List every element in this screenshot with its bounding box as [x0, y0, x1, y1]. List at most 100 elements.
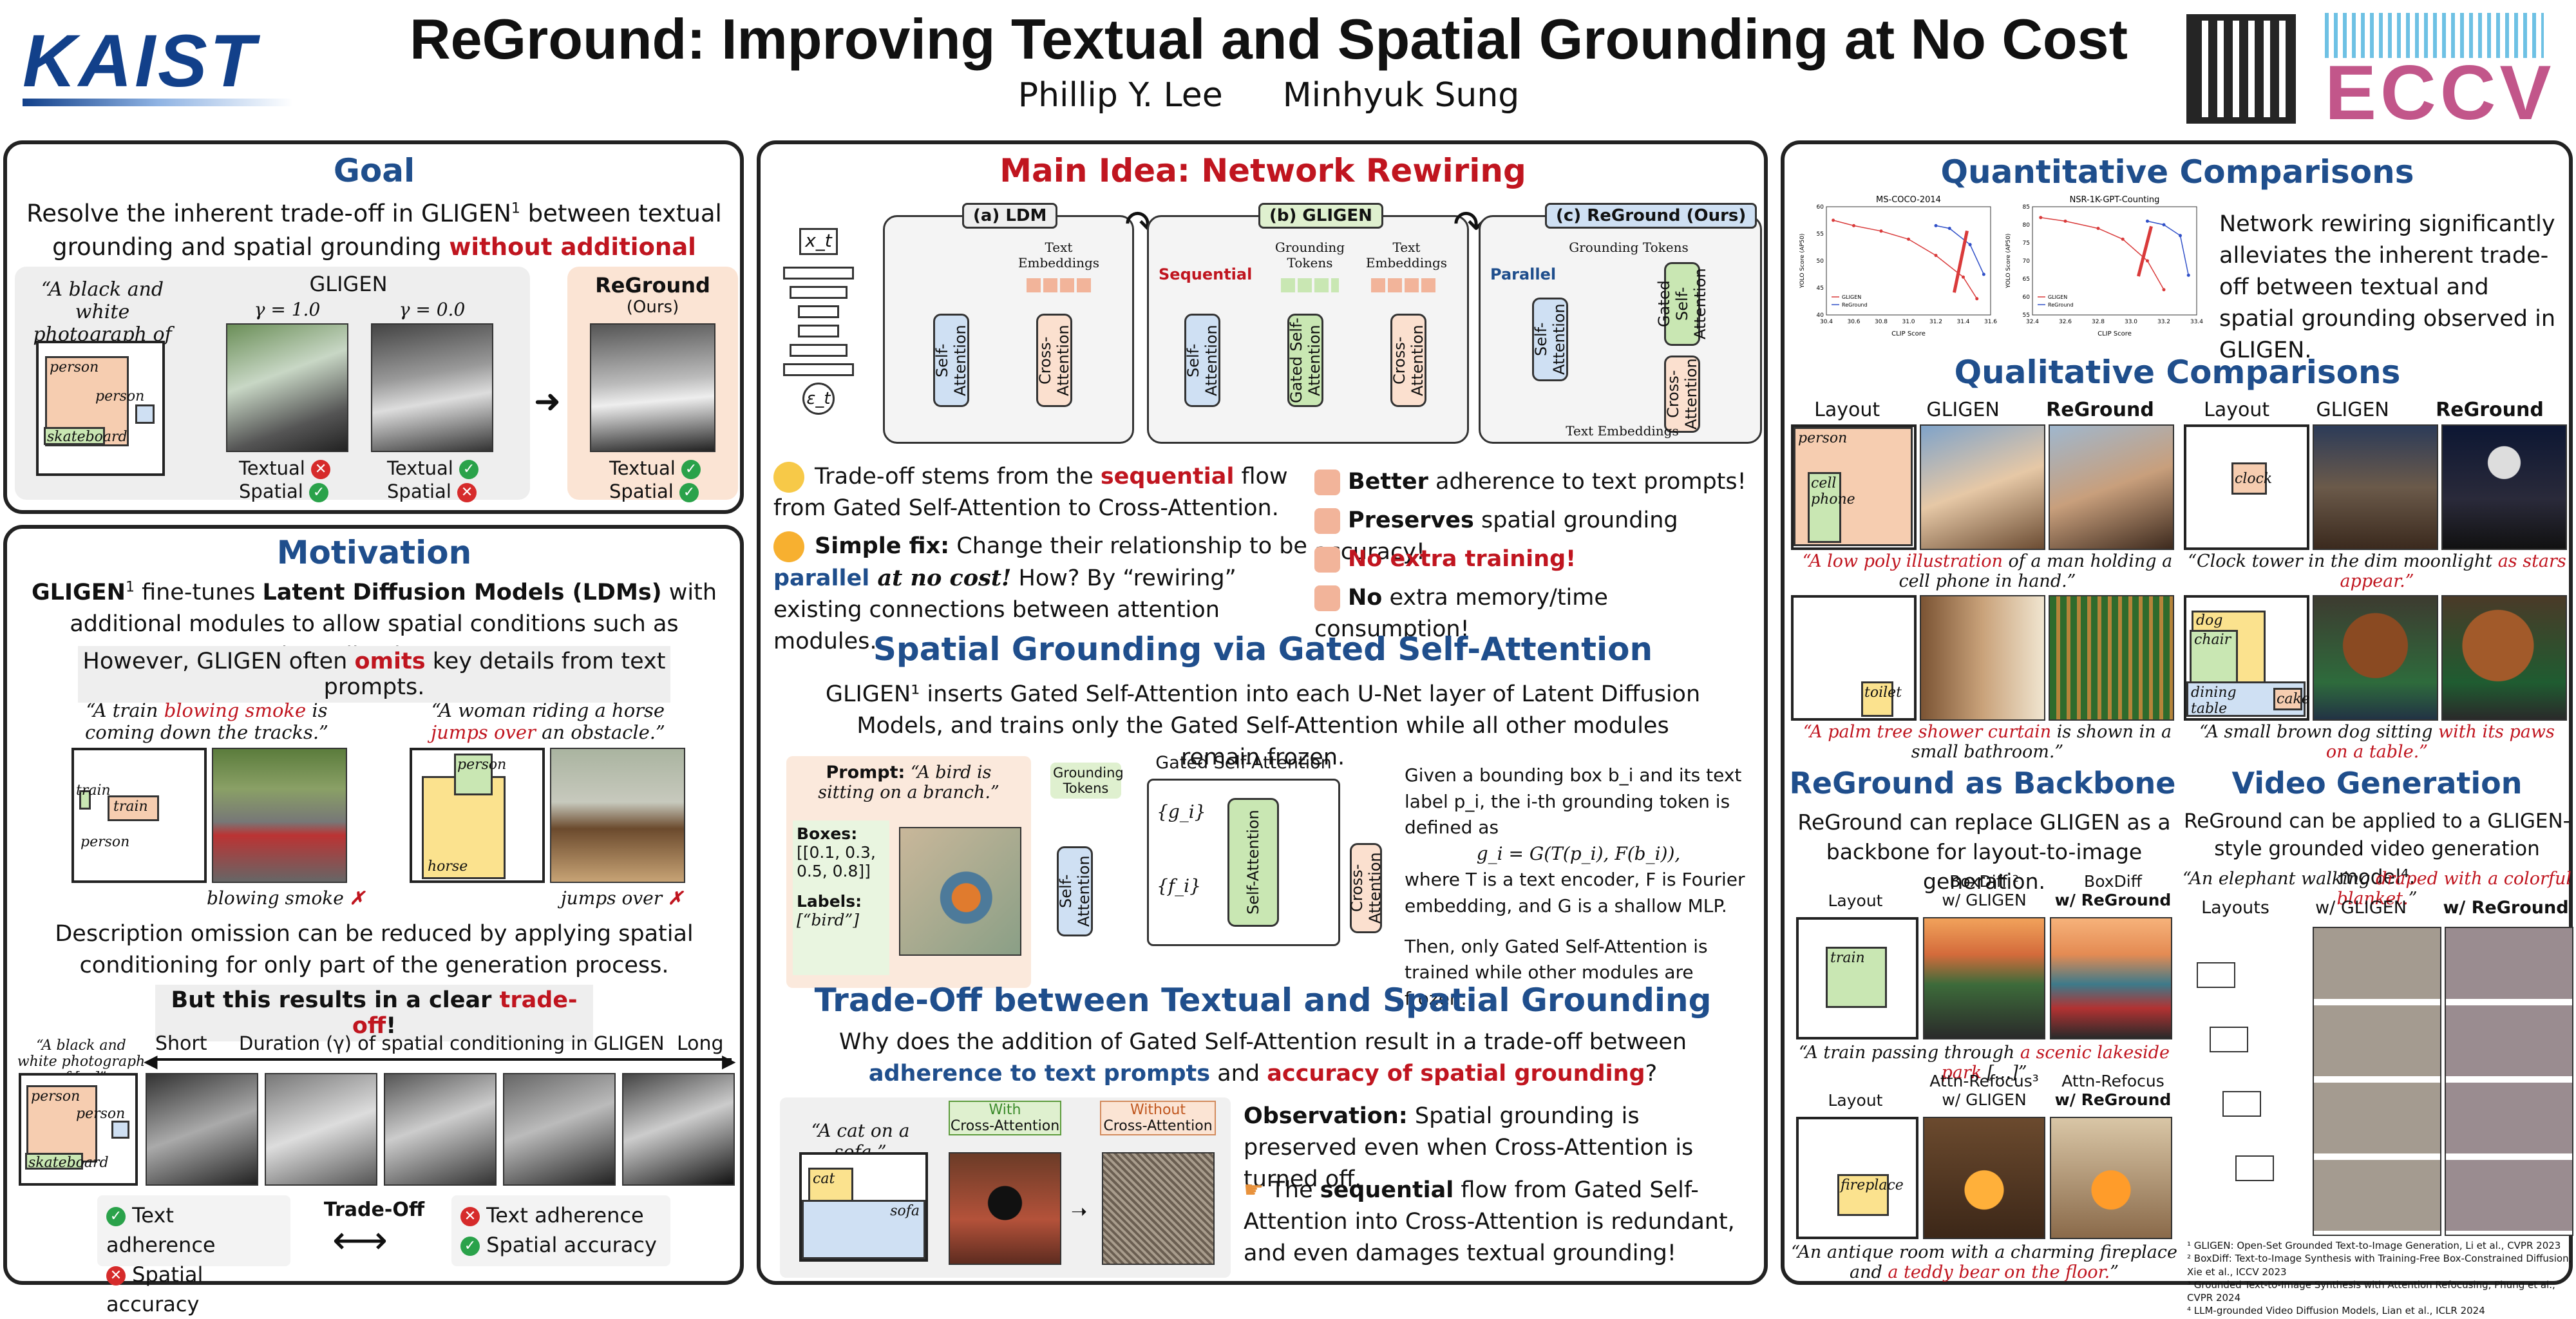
series-line-gligen: [2040, 217, 2164, 290]
tradeoff-example: “A cat on a sofa.” cat sofa WithCross-At…: [780, 1097, 1231, 1278]
improvement-arrow: [2137, 225, 2153, 277]
authors: Phillip Y. Lee Minhyuk Sung: [348, 76, 2190, 115]
goal-reground-label: ReGround: [595, 273, 710, 298]
backbone-layout-label: Layout: [1828, 891, 1883, 910]
video-heading: Video Generation: [2231, 766, 2523, 801]
goal-eval-2: Textual ✓ Spatial ✕: [387, 457, 479, 503]
spatial-input-card: Prompt: “A bird is sitting on a branch.”…: [786, 756, 1031, 988]
cross-icon: ✕: [457, 483, 477, 502]
y-tick-label: 45: [1817, 285, 1824, 292]
main-idea-heading: Main Idea: Network Rewiring: [999, 152, 1526, 189]
qual-gligen-label: GLIGEN: [1926, 399, 2000, 421]
backbone-caption-2: “An antique room with a charming firepla…: [1791, 1242, 2177, 1282]
motivation-p4: But this results in a clear trade-off!: [155, 985, 593, 1041]
long-label: Long: [677, 1032, 724, 1055]
data-point: [1962, 275, 1965, 279]
duration-image-5: [622, 1073, 735, 1186]
data-point: [2162, 223, 2166, 227]
quant-text: Network rewiring significantly alleviate…: [2219, 211, 2556, 363]
x-tick-label: 30.4: [1820, 319, 1833, 325]
goal-heading: Goal: [333, 152, 415, 189]
x-tick-label: 30.8: [1875, 319, 1888, 325]
goal-ours-label: (Ours): [626, 298, 679, 317]
y-tick-label: 60: [2023, 294, 2031, 301]
ex1-missing: blowing smoke ✗: [207, 887, 365, 909]
gamma-0-label: γ = 0.0: [399, 299, 466, 320]
check-icon: ✓: [679, 483, 699, 502]
qual-heading: Qualitative Comparisons: [1954, 354, 2401, 391]
qual-caption-4: “A small brown dog sitting with its paws…: [2199, 722, 2555, 762]
qual-layout-2: clock: [2184, 424, 2309, 550]
backbone-heading: ReGround as Backbone: [1789, 766, 2176, 801]
cross-icon: ✕: [311, 460, 331, 479]
y-tick-label: 70: [2023, 258, 2031, 265]
legend-label: GLIGEN: [2048, 294, 2067, 300]
data-point: [2146, 219, 2149, 223]
x-axis-label: CLIP Score: [2098, 330, 2132, 337]
qual-layout-4: dog chair dining table cake: [2184, 595, 2310, 721]
backbone-gligen-1: [1923, 917, 2045, 1039]
duration-arrow: [152, 1058, 732, 1061]
goal-panel: Goal Resolve the inherent trade-off in G…: [3, 140, 744, 514]
x-tick-label: 33.4: [2190, 319, 2203, 325]
check-icon: ✓: [106, 1207, 126, 1226]
legend-label: GLIGEN: [1842, 294, 1861, 300]
sad-face-icon: [773, 462, 804, 493]
main-idea-panel: Main Idea: Network Rewiring x_t ε_t (a) …: [757, 140, 1768, 1285]
chart-title: MS-COCO-2014: [1876, 195, 1941, 205]
qual-caption-1: “A low poly illustration of a man holdin…: [1802, 551, 2173, 591]
qual-layout-label: Layout: [1814, 399, 1880, 421]
video-layout-boxes: [2197, 956, 2287, 1226]
x-tick-label: 32.4: [2026, 319, 2039, 325]
x-tick-label: 31.4: [1956, 319, 1969, 325]
y-tick-label: 65: [2023, 276, 2030, 283]
pointing-hand-icon: ☛: [1244, 1177, 1271, 1203]
data-point: [1934, 254, 1938, 258]
backbone-layout-2: fireplace: [1796, 1117, 1918, 1239]
qual-reground-label: ReGround: [2046, 399, 2154, 421]
qr-code-icon[interactable]: [2186, 14, 2296, 124]
author-1: Phillip Y. Lee: [1018, 76, 1223, 115]
cross-icon: ✕: [106, 1266, 126, 1286]
goal-gligen-image-2: [371, 323, 493, 452]
thumbs-up-icon: [1314, 585, 1340, 611]
tradeoff-right-box: ✕ Text adherence ✓ Spatial accuracy: [451, 1195, 670, 1266]
x-tick-label: 30.6: [1847, 319, 1860, 325]
x-tick-label: 31.0: [1902, 319, 1915, 325]
data-point: [1879, 229, 1883, 233]
y-tick-label: 55: [1817, 231, 1824, 238]
bird-image: [899, 827, 1021, 956]
backbone-caption-1: “A train passing through a scenic lakesi…: [1798, 1043, 2170, 1083]
chart-title: NSR-1K-GPT-Counting: [2070, 195, 2160, 205]
result-1: Better adherence to text prompts!: [1314, 466, 1765, 498]
double-arrow-icon: ⟷: [332, 1218, 388, 1263]
check-icon: ✓: [681, 460, 701, 479]
qual-gligen-3: [1920, 595, 2045, 721]
ex2-layout: horse person: [410, 748, 545, 883]
quant-heading: Quantitative Comparisons: [1940, 153, 2414, 191]
goal-eval-3: Textual ✓ Spatial ✓: [609, 457, 701, 503]
eccv-logo: ECCV: [2325, 13, 2557, 136]
y-tick-label: 85: [2023, 204, 2030, 211]
duration-label: Duration (γ) of spatial conditioning in …: [239, 1032, 665, 1054]
qual-gligen-2: [2313, 424, 2438, 550]
data-point: [2179, 234, 2182, 238]
goal-reground-image: [590, 323, 715, 452]
cross-attention-block: Cross-Attention: [1036, 314, 1072, 407]
reground-diagram: (c) ReGround (Ours) Parallel Grounding T…: [1479, 203, 1762, 444]
goal-layout: person person skateboard: [36, 341, 165, 476]
thumbs-up-icon: [1314, 508, 1340, 534]
motivation-p2: However, GLIGEN often omits key details …: [78, 646, 670, 703]
backbone-text: ReGround can replace GLIGEN as a backbon…: [1797, 810, 2171, 895]
x-axis-label: CLIP Score: [1891, 330, 1926, 337]
motivation-p1: GLIGEN1 fine-tunes Latent Diffusion Mode…: [31, 579, 717, 669]
ldm-diagram: (a) LDM Text Embeddings Self-Attention C…: [883, 203, 1134, 444]
ex2-prompt: “A woman riding a horse jumps over an ob…: [431, 699, 665, 743]
tradeoff-label: Trade-Off: [323, 1199, 425, 1221]
check-icon: ✓: [459, 460, 479, 479]
video-prompt: “An elephant walking draped with a color…: [2183, 869, 2571, 909]
duration-image-2: [265, 1073, 377, 1186]
qual-gligen-4: [2313, 595, 2438, 721]
